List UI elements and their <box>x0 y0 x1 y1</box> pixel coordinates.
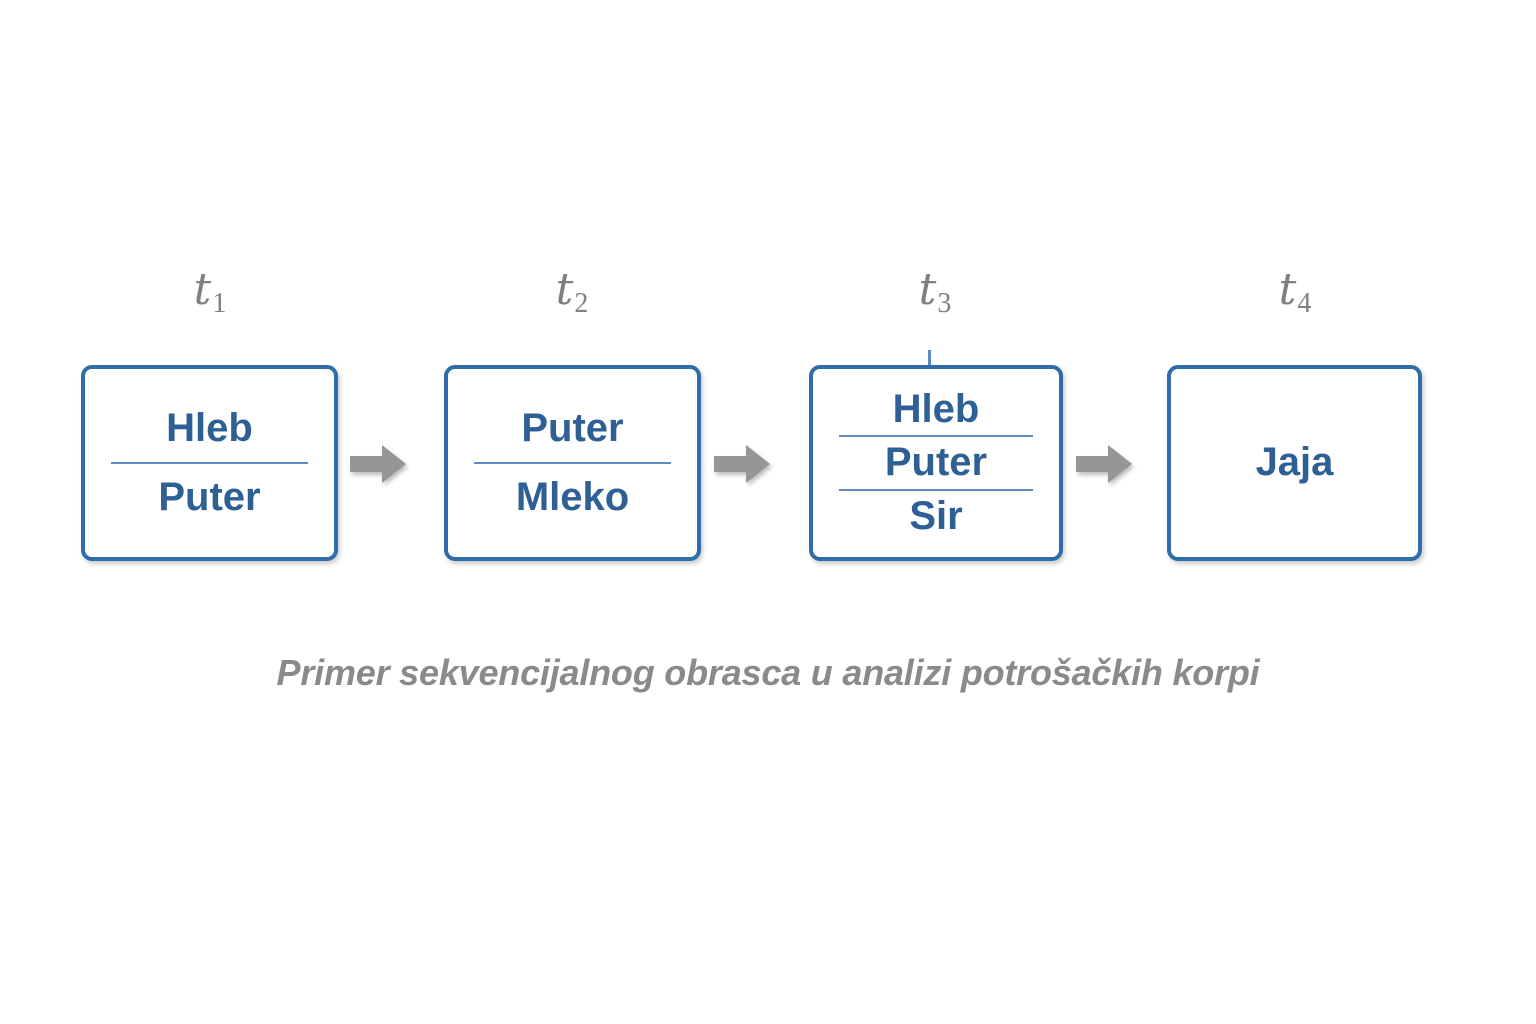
diagram-caption: Primer sekvencijalnog obrasca u analizi … <box>276 652 1260 693</box>
step-box-t2[interactable]: Puter Mleko <box>444 365 701 561</box>
arrow-2-to-3-icon <box>714 443 770 485</box>
time-label-t3-base: t <box>918 264 937 315</box>
time-label-t1-subscript: 1 <box>212 287 227 319</box>
basket-item: Jaja <box>1255 440 1334 485</box>
item-separator <box>474 462 671 464</box>
time-label-t4: t4 <box>1215 262 1375 332</box>
time-label-t3: t3 <box>855 262 1015 332</box>
basket-item: Puter <box>158 475 261 519</box>
time-label-t4-subscript: 4 <box>1297 287 1312 319</box>
basket-item: Hleb <box>892 387 980 432</box>
time-label-t4-base: t <box>1278 264 1297 315</box>
step-box-t3[interactable]: Hleb Puter Sir <box>809 365 1063 561</box>
time-label-t1-base: t <box>193 264 212 315</box>
connector-tick-icon <box>928 350 931 366</box>
arrow-1-to-2-icon <box>350 443 406 485</box>
basket-item: Hleb <box>166 405 253 450</box>
time-label-t2-base: t <box>555 264 574 315</box>
step-box-t1[interactable]: Hleb Puter <box>81 365 338 561</box>
basket-item: Puter <box>884 440 988 485</box>
basket-item: Puter <box>521 405 624 450</box>
arrow-3-to-4-icon <box>1076 443 1132 485</box>
time-label-t2-subscript: 2 <box>574 287 589 319</box>
step-box-t4[interactable]: Jaja <box>1167 365 1422 561</box>
time-label-t1: t1 <box>130 262 290 332</box>
item-separator <box>111 462 308 464</box>
basket-item: Sir <box>909 493 963 538</box>
time-label-t3-subscript: 3 <box>937 287 952 319</box>
item-separator <box>839 435 1033 438</box>
item-separator <box>839 488 1033 491</box>
time-label-t2: t2 <box>492 262 652 332</box>
basket-item: Mleko <box>515 475 630 519</box>
